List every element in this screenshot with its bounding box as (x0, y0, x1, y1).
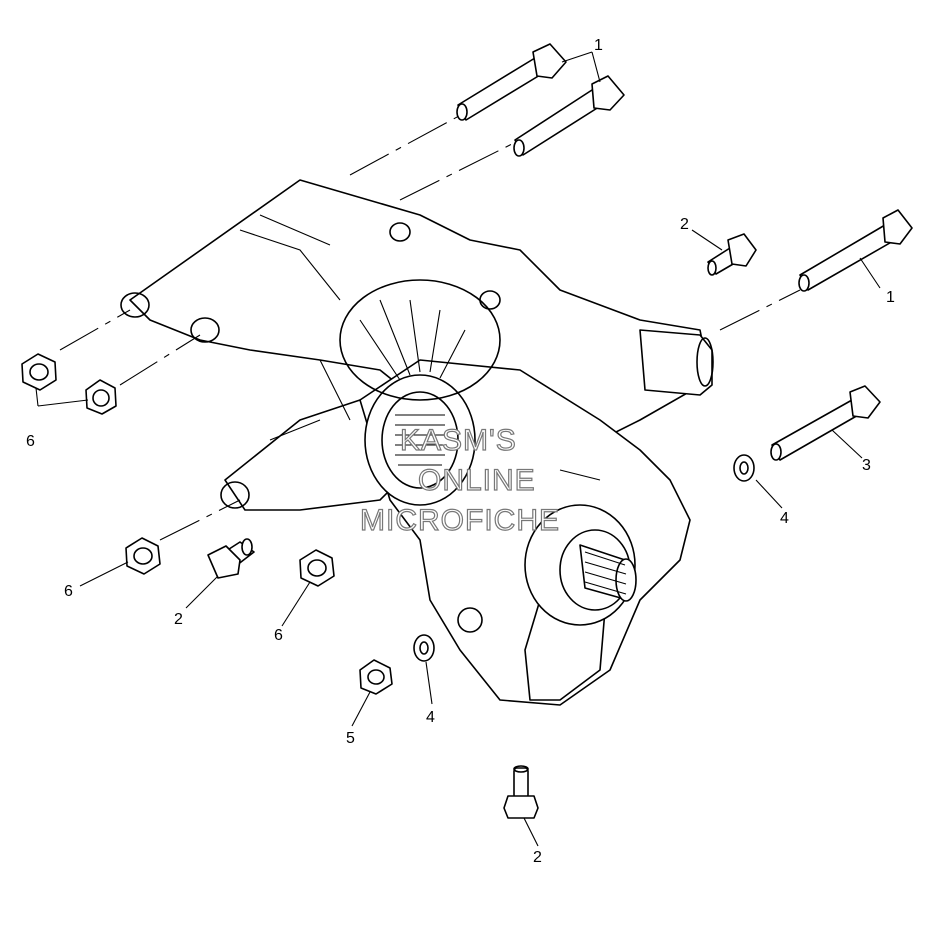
callout-label: 5 (346, 730, 355, 747)
watermark-line-1: KASM'S (400, 424, 517, 457)
watermark: KASM'S ONLINE MICROFICHE (359, 423, 560, 537)
callout-label: 2 (174, 611, 183, 628)
washer-item-4-right (733, 454, 755, 482)
callout-label: 2 (680, 216, 689, 233)
callout-label: 1 (594, 37, 603, 54)
watermark-line-2: ONLINE (418, 464, 536, 497)
short-bolt-item-2-bottom (503, 765, 539, 819)
short-bolt-item-2-top (707, 233, 757, 276)
callout-label: 4 (780, 510, 789, 527)
callout-labels: 1 2 1 3 4 6 6 2 6 5 4 2 (26, 37, 895, 866)
input-spline (395, 414, 445, 466)
callout-label: 2 (533, 849, 542, 866)
gearcase-housing (120, 179, 714, 706)
nut-item-5 (359, 659, 393, 695)
callout-label: 3 (862, 457, 871, 474)
bolt-item-1-upper-b (513, 75, 625, 157)
bolt-item-1-right (798, 209, 913, 292)
callout-label: 6 (274, 627, 283, 644)
nut-item-6-b (85, 379, 117, 415)
nut-item-6-d (299, 549, 335, 587)
callout-label: 4 (426, 709, 435, 726)
bolt-item-1-upper-a (456, 43, 567, 121)
callout-label: 1 (886, 289, 895, 306)
callout-label: 6 (26, 433, 35, 450)
watermark-line-3: MICROFICHE (360, 504, 560, 537)
leader-lines (35, 51, 881, 847)
nut-item-6-c (125, 537, 161, 575)
washer-item-4-lower (413, 634, 435, 662)
callout-label: 6 (64, 583, 73, 600)
output-spline-shaft (579, 544, 637, 602)
bolt-item-3 (770, 385, 881, 461)
nut-item-6-a (21, 353, 57, 391)
short-bolt-item-2-left (207, 538, 255, 579)
alignment-lines (59, 109, 801, 541)
